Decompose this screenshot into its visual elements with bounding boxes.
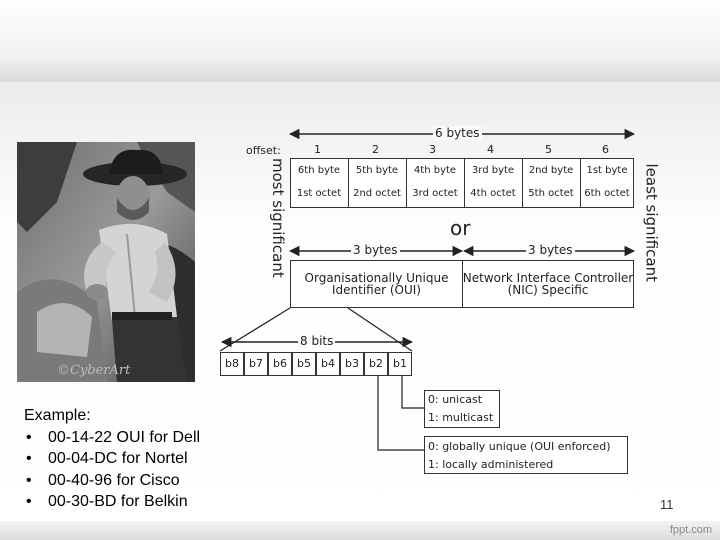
byte-label: 2nd byte — [528, 165, 574, 176]
byte-cell — [580, 158, 634, 208]
example-heading: Example: — [24, 407, 91, 424]
nic-box — [462, 260, 634, 308]
watermark: fppt.com — [669, 524, 712, 536]
bit-cell: b5 — [292, 352, 316, 376]
header-band — [0, 0, 720, 82]
admin-box — [424, 436, 628, 474]
three-bytes-right-label: 3 bytes — [526, 243, 575, 257]
offset-number: 4 — [487, 143, 494, 156]
zoom-line-left — [219, 307, 291, 352]
photo-watermark: ©CyberArt — [57, 363, 131, 378]
list-item: 00-14-22 OUI for Dell — [24, 427, 200, 449]
least-significant-label: least significant — [642, 163, 661, 283]
byte-label: 1st byte — [586, 165, 628, 176]
list-item: 00-04-DC for Nortel — [24, 448, 200, 470]
octet-label: 1st octet — [296, 188, 342, 199]
cast-box — [424, 390, 500, 428]
nic-label-line1: Network Interface Controller — [462, 271, 634, 285]
byte-cell — [406, 158, 465, 208]
bit-cell: b6 — [268, 352, 292, 376]
byte-label: 3rd byte — [471, 165, 515, 176]
bit-cell: b1 — [388, 352, 412, 376]
offset-number: 3 — [429, 143, 436, 156]
locally-administered-label: 1: locally administered — [428, 458, 554, 471]
b1-connector — [401, 376, 424, 409]
octet-label: 3rd octet — [412, 188, 458, 199]
byte-label: 5th byte — [355, 165, 399, 176]
offset-number: 5 — [545, 143, 552, 156]
or-label: or — [450, 216, 471, 240]
offset-number: 1 — [314, 143, 321, 156]
multicast-label: 1: multicast — [428, 411, 494, 424]
octet-label: 4th octet — [470, 188, 516, 199]
bit-cell: b8 — [220, 352, 244, 376]
zoom-line-right — [347, 307, 413, 352]
byte-cell — [522, 158, 581, 208]
octet-label: 2nd octet — [353, 188, 401, 199]
three-bytes-left-label: 3 bytes — [351, 243, 400, 257]
list-item: 00-30-BD for Belkin — [24, 491, 200, 513]
page-number: 11 — [660, 497, 674, 512]
byte-label: 6th byte — [297, 165, 341, 176]
nic-label-line2: (NIC) Specific — [507, 283, 589, 297]
offset-number: 6 — [602, 143, 609, 156]
byte-cell — [348, 158, 407, 208]
globally-unique-label: 0: globally unique (OUI enforced) — [428, 440, 611, 453]
list-item: 00-40-96 for Cisco — [24, 470, 200, 492]
byte-cell — [464, 158, 523, 208]
most-significant-label: most significant — [269, 158, 287, 278]
oui-label-line1: Organisationally Unique — [304, 271, 449, 285]
offset-number: 2 — [372, 143, 379, 156]
bit-cell: b2 — [364, 352, 388, 376]
bit-cell: b3 — [340, 352, 364, 376]
bit-cell: b4 — [316, 352, 340, 376]
byte-cell — [290, 158, 349, 208]
offset-label: offset: — [246, 144, 281, 157]
bit-cell: b7 — [244, 352, 268, 376]
oui-label-line2: Identifier (OUI) — [331, 283, 421, 297]
byte-label: 4th byte — [413, 165, 457, 176]
octet-label: 6th octet — [584, 188, 630, 199]
example-list: 00-14-22 OUI for Dell 00-04-DC for Norte… — [24, 427, 200, 513]
octet-label: 5th octet — [528, 188, 574, 199]
eight-bits-label: 8 bits — [298, 334, 336, 348]
unicast-label: 0: unicast — [428, 393, 483, 406]
footer-bar — [0, 521, 720, 540]
cowboy-photo: ©CyberArt — [17, 142, 195, 382]
b2-connector — [377, 376, 424, 451]
example-block: Example: 00-14-22 OUI for Dell 00-04-DC … — [24, 405, 200, 513]
six-bytes-label: 6 bytes — [433, 126, 482, 140]
mac-address-diagram: offset: 6 bytes 1 2 3 4 5 6 6th byte 5th… — [218, 120, 668, 490]
